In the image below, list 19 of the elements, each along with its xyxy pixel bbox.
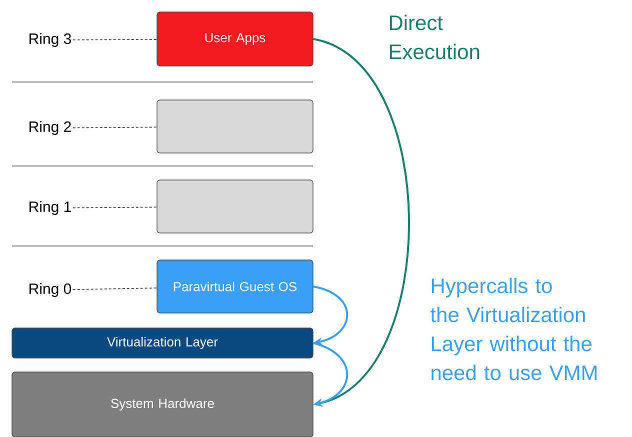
layer-box: System Hardware — [12, 372, 314, 437]
dashed-line — [72, 206, 158, 208]
execution-label: Direct Execution — [390, 14, 480, 60]
dashed-line — [72, 288, 158, 290]
layer-box: Paravirtual Guest OS — [156, 260, 314, 314]
empty-box — [156, 180, 314, 234]
dashed-line — [72, 39, 158, 40]
empty-box — [156, 100, 314, 154]
layer-box: User Apps — [156, 12, 314, 66]
dashed-line — [72, 126, 158, 128]
ring-label: Ring 3 — [30, 33, 71, 47]
ring-label: Ring 0 — [30, 283, 72, 297]
layer-box: Virtualization Layer — [12, 328, 314, 358]
curved-arrow — [313, 286, 348, 346]
ring-label: Ring 2 — [30, 121, 71, 135]
curved-arrow — [313, 342, 348, 406]
hypercalls-label: Hypercalls to the Virtualization Layer without the need to use VMM — [430, 278, 597, 380]
ring-label: Ring 1 — [30, 201, 71, 215]
curved-arrow — [313, 38, 410, 407]
